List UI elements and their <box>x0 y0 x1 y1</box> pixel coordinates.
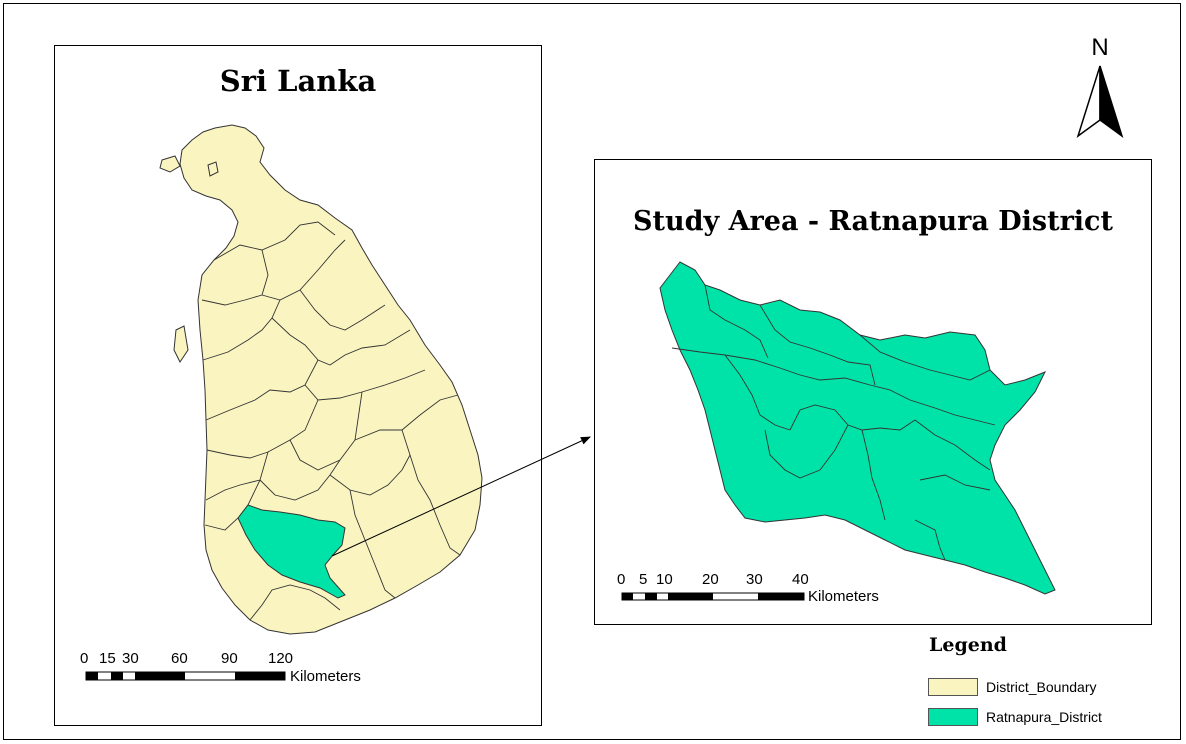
north-arrow-icon <box>1076 65 1124 138</box>
legend-item-ratnapura-district: Ratnapura_District <box>928 706 1102 728</box>
district-boundaries <box>201 221 461 621</box>
north-arrow: N <box>1074 34 1126 140</box>
legend-swatch-ratnapura-district <box>928 708 978 726</box>
overview-scale-tick: 30 <box>122 650 139 667</box>
overview-map-title: Sri Lanka <box>219 64 377 98</box>
layout-frame <box>3 3 1181 740</box>
sri-lanka-island <box>179 124 483 635</box>
study-scale-tick: 5 <box>639 571 647 588</box>
legend-title: Legend <box>929 634 1007 656</box>
study-scale-tick: 40 <box>792 571 809 588</box>
legend-label: District_Boundary <box>986 679 1097 695</box>
study-area-scale-bar: 0 5 10 20 30 40 Kilometers <box>617 571 879 605</box>
connector-arrow <box>331 436 591 557</box>
ratnapura-division-boundaries <box>671 284 996 561</box>
study-scale-unit: Kilometers <box>808 588 879 605</box>
study-scale-tick: 20 <box>702 571 719 588</box>
overview-scale-tick: 120 <box>268 650 293 667</box>
study-scale-tick: 10 <box>656 571 673 588</box>
island-fragment <box>159 155 181 173</box>
study-scale-tick: 30 <box>746 571 763 588</box>
overview-scale-tick: 0 <box>80 650 88 667</box>
legend-item-district-boundary: District_Boundary <box>928 676 1097 698</box>
sri-lanka-map <box>159 124 483 635</box>
north-label: N <box>1091 34 1109 61</box>
overview-scale-tick: 60 <box>171 650 188 667</box>
overview-scale-bar: 0 15 30 60 90 120 Kilometers <box>80 650 361 685</box>
legend-label: Ratnapura_District <box>986 709 1102 725</box>
island-fragment <box>207 161 219 177</box>
study-scale-tick: 0 <box>617 571 625 588</box>
island-fragment <box>173 325 189 363</box>
overview-scale-tick: 90 <box>221 650 238 667</box>
overview-scale-unit: Kilometers <box>290 668 361 685</box>
ratnapura-district-overview <box>237 504 346 599</box>
map-legend: Legend District_Boundary Ratnapura_Distr… <box>928 634 1168 734</box>
study-area-map-title: Study Area - Ratnapura District <box>633 206 1113 237</box>
overview-scale-tick: 15 <box>99 650 116 667</box>
legend-swatch-district-boundary <box>928 678 978 696</box>
ratnapura-study-area-map <box>659 261 1056 595</box>
